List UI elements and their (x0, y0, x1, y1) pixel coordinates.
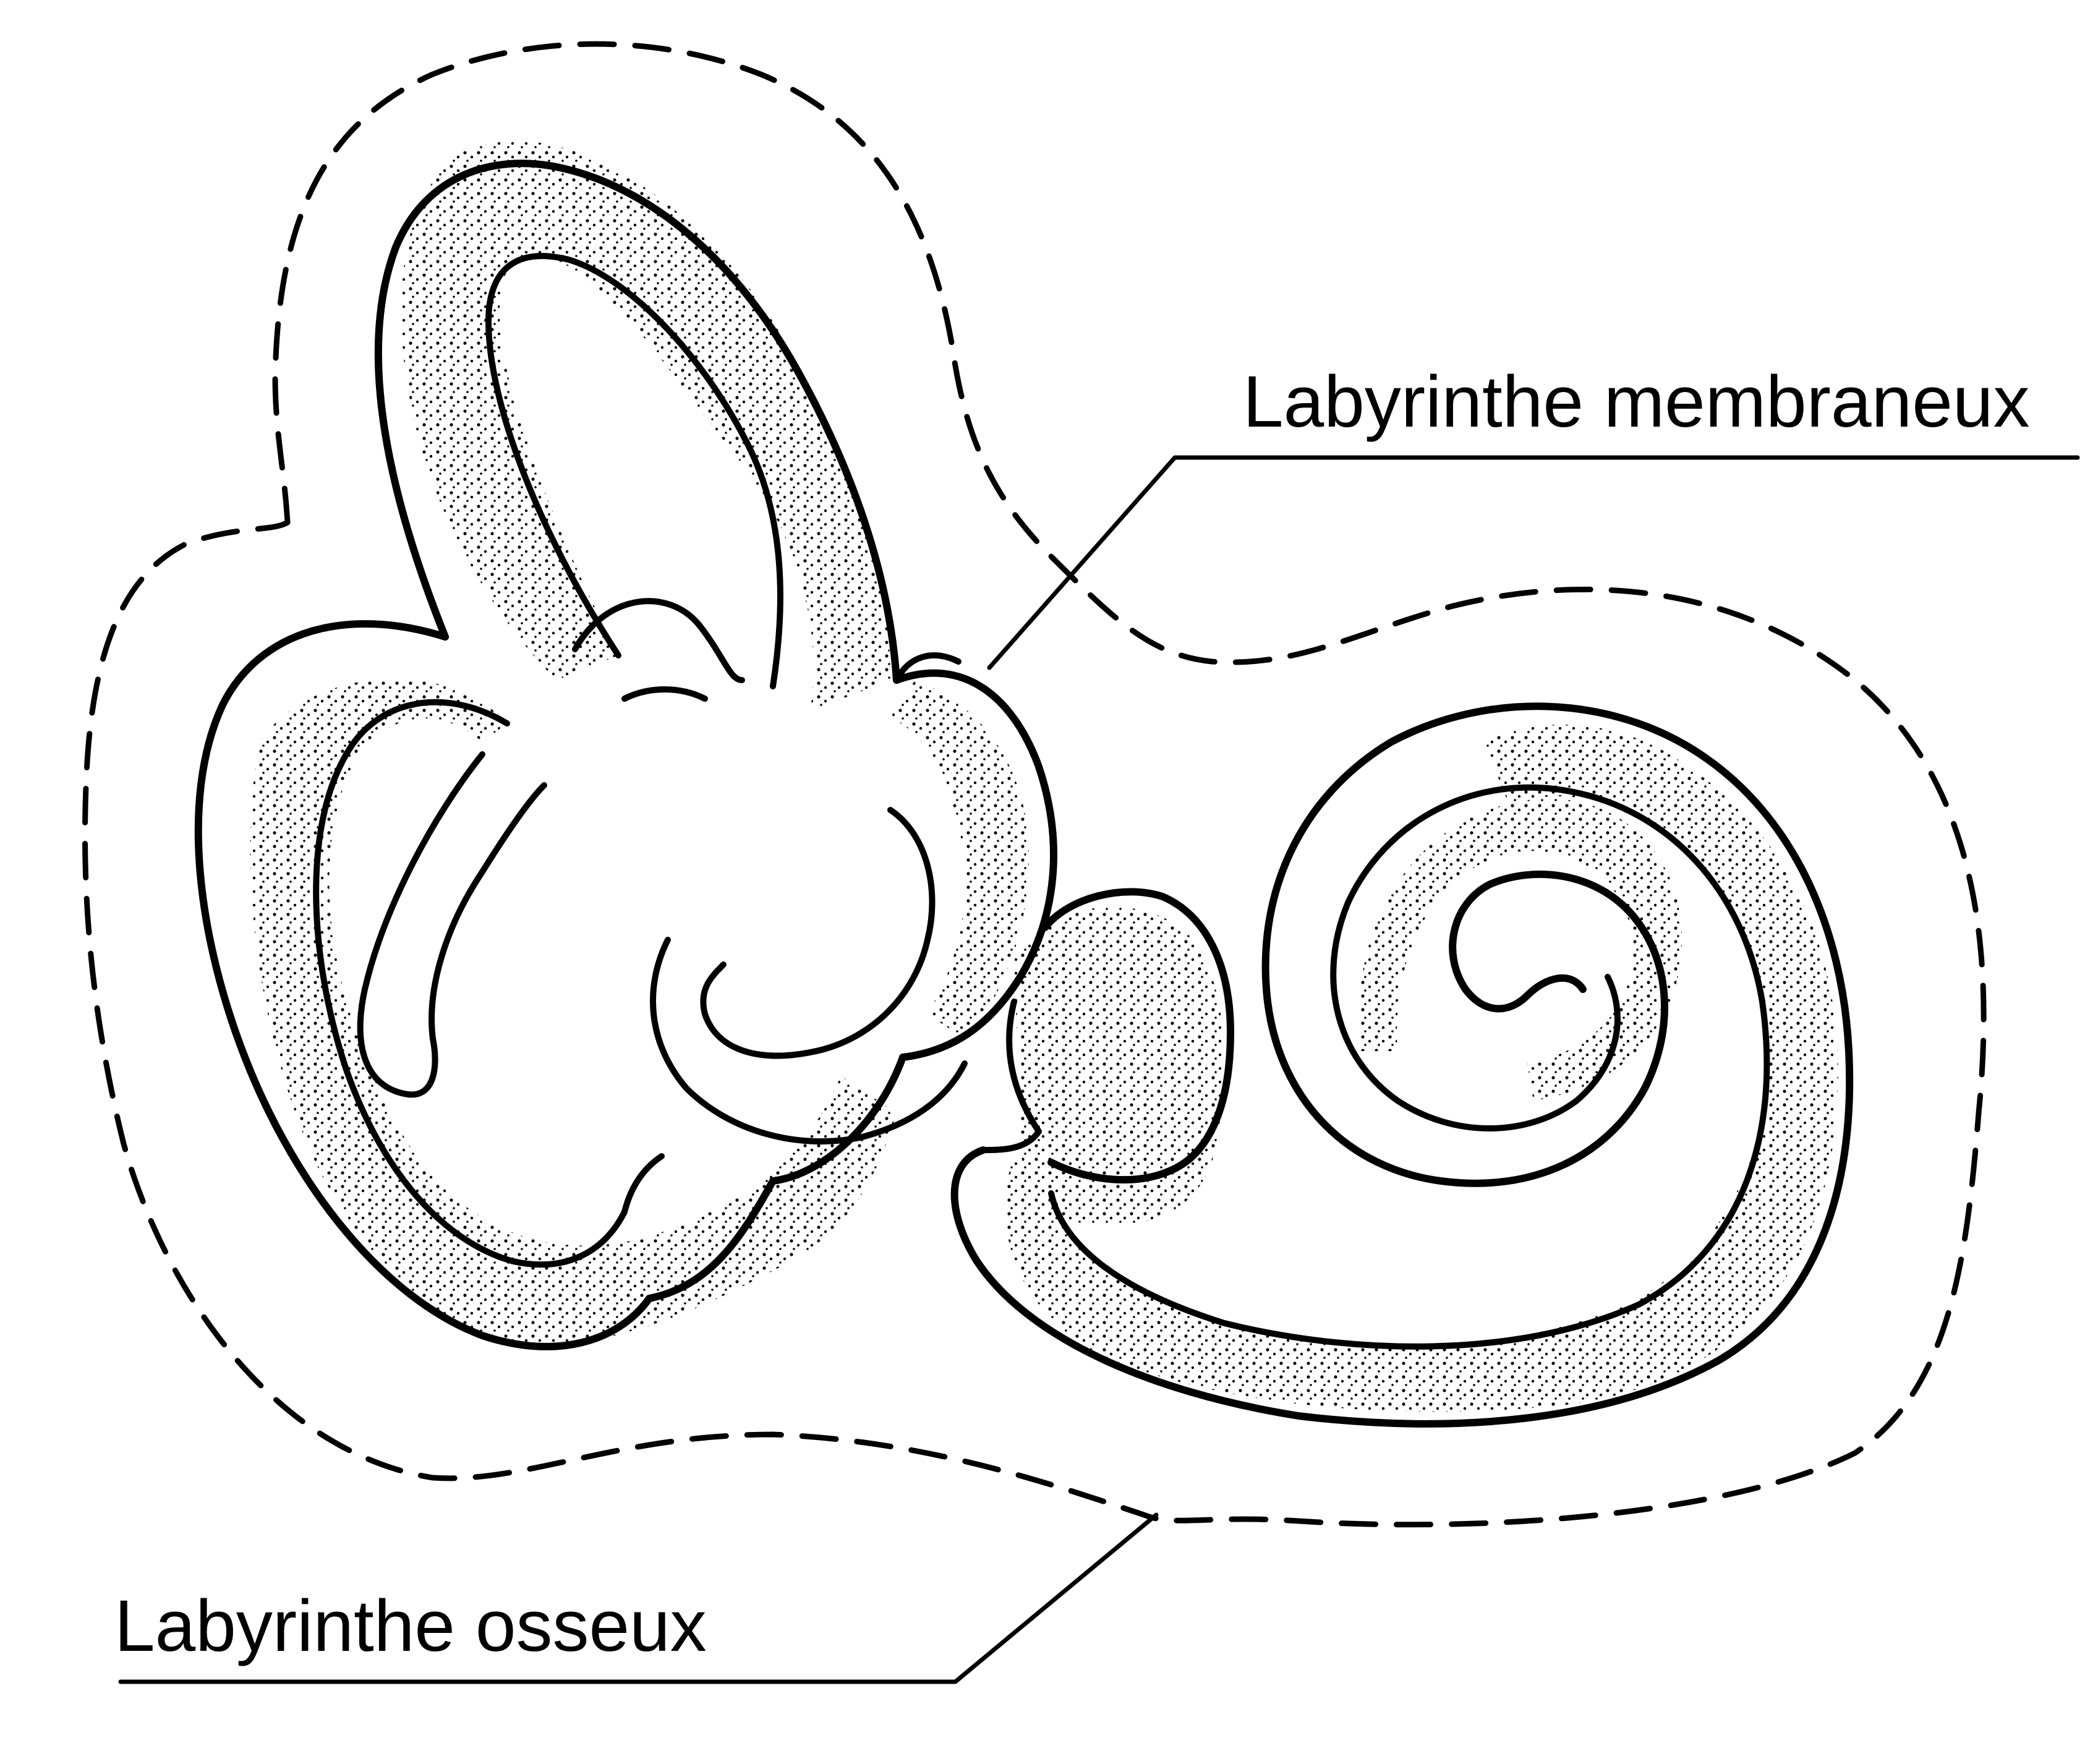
cochlea (950, 702, 1854, 1428)
membranous-leader-line (987, 455, 2080, 670)
posterior-semicircular-canal (194, 620, 665, 1350)
stipple-shading (250, 141, 1838, 1412)
bony-labyrinth-outline (82, 41, 1987, 1528)
saccule (980, 888, 1234, 1184)
bony-leader-line (118, 1512, 1159, 1684)
bony-labyrinth-label: Labyrinthe osseux (114, 1585, 707, 1667)
membranous-labyrinth-label: Labyrinthe membraneux (1243, 361, 2029, 443)
superior-semicircular-canal (374, 160, 900, 689)
lateral-semicircular-canal (357, 598, 745, 1098)
vestibule (646, 652, 1057, 1302)
